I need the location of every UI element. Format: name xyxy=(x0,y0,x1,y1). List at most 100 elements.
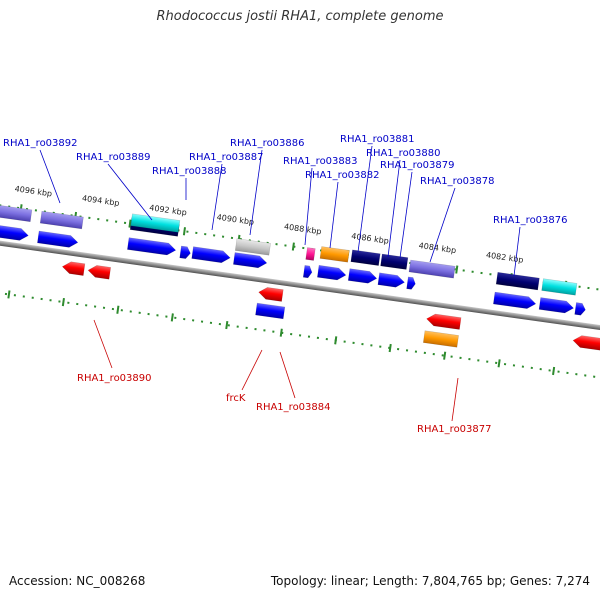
gene-product-box[interactable] xyxy=(305,247,316,261)
reverse-gene-arrow[interactable] xyxy=(258,286,284,302)
gene-label-ro03889[interactable]: RHA1_ro03889 xyxy=(76,152,151,163)
forward-gene-arrow[interactable] xyxy=(574,302,587,316)
gene-label-ro03886[interactable]: RHA1_ro03886 xyxy=(230,138,305,149)
gene-label-ro03878[interactable]: RHA1_ro03878 xyxy=(420,176,495,187)
ruler-dot xyxy=(236,325,239,328)
forward-gene-arrow[interactable] xyxy=(538,297,574,314)
ruler-dot xyxy=(76,302,79,306)
ruler-dot xyxy=(227,324,230,327)
ruler-tick xyxy=(291,242,295,251)
gene-product-box[interactable] xyxy=(408,259,456,279)
ruler-dot xyxy=(539,368,542,371)
ruler-dot xyxy=(218,322,221,326)
forward-gene-arrow[interactable] xyxy=(347,268,378,285)
forward-gene-arrow[interactable] xyxy=(493,291,537,310)
forward-gene-arrow[interactable] xyxy=(0,223,29,242)
ruler-dot xyxy=(486,360,489,363)
ruler-tick xyxy=(552,366,556,376)
leader-line xyxy=(107,163,153,221)
gene-product-box[interactable] xyxy=(350,249,381,266)
ruler-dot xyxy=(503,363,507,366)
ruler-dot xyxy=(129,310,132,313)
ruler-dot xyxy=(221,235,225,238)
gene-product-box[interactable] xyxy=(234,238,271,256)
gene-product-box[interactable] xyxy=(130,213,181,233)
gene-product-box[interactable] xyxy=(541,278,578,296)
ruler-dot xyxy=(67,301,70,304)
forward-gene-arrow[interactable] xyxy=(406,276,417,290)
reverse-gene-arrow[interactable] xyxy=(61,261,86,276)
gene-label-ro03880[interactable]: RHA1_ro03880 xyxy=(366,148,441,159)
forward-gene-arrow[interactable] xyxy=(233,252,268,269)
gene-label-frcK[interactable]: frcK xyxy=(226,393,246,404)
gene-product-box[interactable] xyxy=(255,302,286,320)
ruler-dot xyxy=(209,321,213,324)
gene-product-box[interactable] xyxy=(319,246,350,263)
gene-product-box[interactable] xyxy=(39,210,84,230)
gene-label-ro03882[interactable]: RHA1_ro03882 xyxy=(305,170,380,181)
kbp-label: 4096 kbp xyxy=(14,184,53,198)
gene-label-ro03881[interactable]: RHA1_ro03881 xyxy=(340,134,415,145)
forward-gene-arrow[interactable] xyxy=(191,246,231,264)
ruler-dot xyxy=(102,306,106,309)
leader-line xyxy=(279,351,296,399)
gene-label-ro03877[interactable]: RHA1_ro03877 xyxy=(417,424,492,435)
gene-label-ro03879[interactable]: RHA1_ro03879 xyxy=(380,160,455,171)
leader-line xyxy=(399,171,413,259)
reverse-gene-arrow[interactable] xyxy=(426,313,462,330)
ruler-dot xyxy=(230,236,234,240)
ruler-dot xyxy=(13,294,17,297)
ruler-dot xyxy=(480,271,483,275)
ruler-dot xyxy=(200,320,204,323)
ruler-dot xyxy=(186,230,189,233)
forward-gene-arrow[interactable] xyxy=(127,237,177,257)
ruler-dot xyxy=(489,273,492,276)
gene-label-ro03884[interactable]: RHA1_ro03884 xyxy=(256,402,331,413)
leader-line xyxy=(429,187,456,263)
gene-product-box[interactable] xyxy=(495,271,540,291)
reverse-gene-arrow[interactable] xyxy=(572,334,600,352)
gene-label-ro03892[interactable]: RHA1_ro03892 xyxy=(3,138,78,149)
ruler-dot xyxy=(165,315,168,318)
ruler-dot xyxy=(575,373,578,376)
gene-label-ro03888[interactable]: RHA1_ro03888 xyxy=(152,166,227,177)
ruler-dot xyxy=(245,326,248,329)
leader-line xyxy=(357,145,373,253)
ruler-dot xyxy=(49,299,52,302)
ruler-dot xyxy=(204,233,207,236)
leader-line xyxy=(329,181,339,249)
ruler-dot xyxy=(396,348,400,351)
gene-label-ro03876[interactable]: RHA1_ro03876 xyxy=(493,215,568,226)
forward-gene-arrow[interactable] xyxy=(377,272,405,289)
ruler-tick xyxy=(128,219,132,228)
ruler-dot xyxy=(307,335,311,338)
leader-line xyxy=(387,159,401,258)
gene-label-ro03883[interactable]: RHA1_ro03883 xyxy=(283,156,358,167)
ruler-dot xyxy=(298,334,302,337)
ruler-dot xyxy=(192,319,195,322)
gene-label-ro03887[interactable]: RHA1_ro03887 xyxy=(189,152,264,163)
forward-gene-arrow[interactable] xyxy=(37,230,79,248)
ruler-dot xyxy=(284,244,287,247)
forward-gene-arrow[interactable] xyxy=(179,245,192,259)
ruler-dot xyxy=(263,329,266,332)
forward-gene-arrow[interactable] xyxy=(302,265,313,279)
ruler-dot xyxy=(462,269,465,272)
ruler-tick xyxy=(455,265,459,274)
gene-product-box[interactable] xyxy=(422,330,459,348)
ruler-dot xyxy=(450,355,453,358)
ruler-dot xyxy=(275,243,278,246)
ruler-tick xyxy=(443,351,447,360)
forward-gene-arrow[interactable] xyxy=(317,265,347,281)
gene-product-box[interactable] xyxy=(380,253,409,270)
ruler-dot xyxy=(31,296,34,299)
reverse-gene-arrow[interactable] xyxy=(87,264,111,280)
leader-line xyxy=(249,149,263,236)
gene-label-ro03890[interactable]: RHA1_ro03890 xyxy=(77,373,152,384)
kbp-label: 4084 kbp xyxy=(418,241,457,255)
leader-line xyxy=(513,226,521,277)
ruler-dot xyxy=(123,221,127,225)
gene-product-box[interactable] xyxy=(0,203,33,222)
ruler-dot xyxy=(441,354,444,357)
